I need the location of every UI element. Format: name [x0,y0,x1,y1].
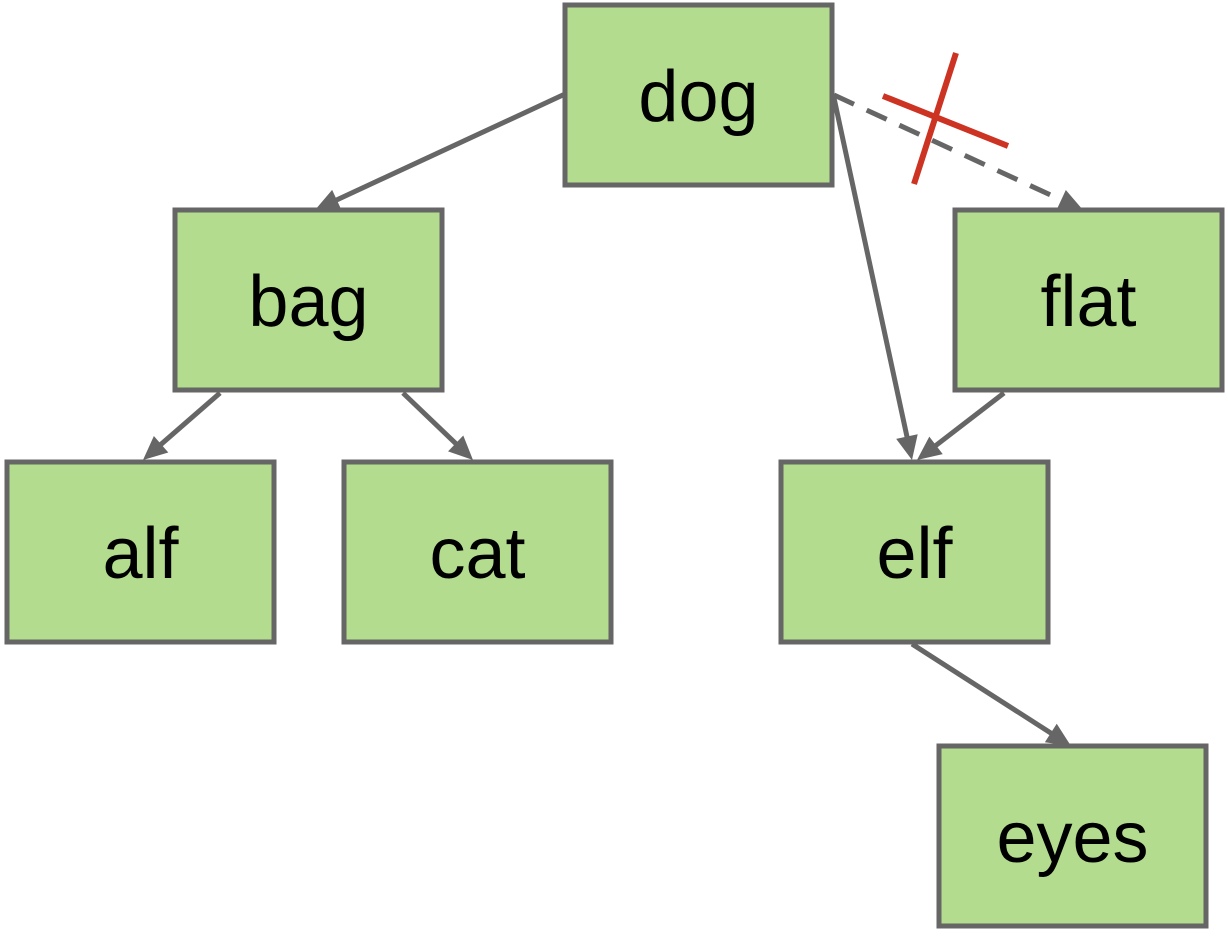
arrowhead-flat-elf [917,436,943,460]
node-label-cat: cat [429,514,525,594]
arrowhead-bag-cat [448,435,473,460]
node-box-bag [172,207,445,393]
node-flat: flat [952,207,1225,393]
edge-flat-elf [932,391,1006,449]
arrowhead-dog-flat [1056,189,1083,210]
edge-elf-eyes [910,641,1054,737]
node-label-eyes: eyes [996,798,1148,878]
cross-stroke-1 [881,93,1010,149]
edge-dog-elf [831,97,910,440]
arrowhead-bag-alf [143,435,169,460]
node-bag: bag [172,207,445,393]
edge-dog-flat [832,92,1065,204]
node-label-alf: alf [102,514,179,594]
node-label-flat: flat [1040,262,1136,342]
node-box-cat [341,459,614,645]
edge-dog-bag [333,91,567,204]
edge-bag-cat [401,391,459,447]
removed-edge-cross-mark [881,52,1010,185]
node-box-eyes [936,743,1209,929]
edge-bag-alf [157,391,222,448]
node-label-bag: bag [248,262,368,342]
cross-stroke-2 [911,52,959,185]
nodes-layer: dog bag flat alf cat elf eyes [4,2,1225,929]
node-box-flat [952,207,1225,393]
node-label-elf: elf [876,514,953,594]
node-elf: elf [778,459,1051,645]
node-alf: alf [4,459,277,645]
arrowhead-elf-eyes [1044,723,1071,746]
arrowhead-dog-bag [315,189,342,210]
node-box-alf [4,459,277,645]
edges-layer [143,91,1083,746]
node-box-elf [778,459,1051,645]
arrowhead-dog-elf [896,434,918,460]
node-eyes: eyes [936,743,1209,929]
node-dog: dog [562,2,835,188]
node-box-dog [562,2,835,188]
node-label-dog: dog [638,57,758,137]
node-cat: cat [341,459,614,645]
